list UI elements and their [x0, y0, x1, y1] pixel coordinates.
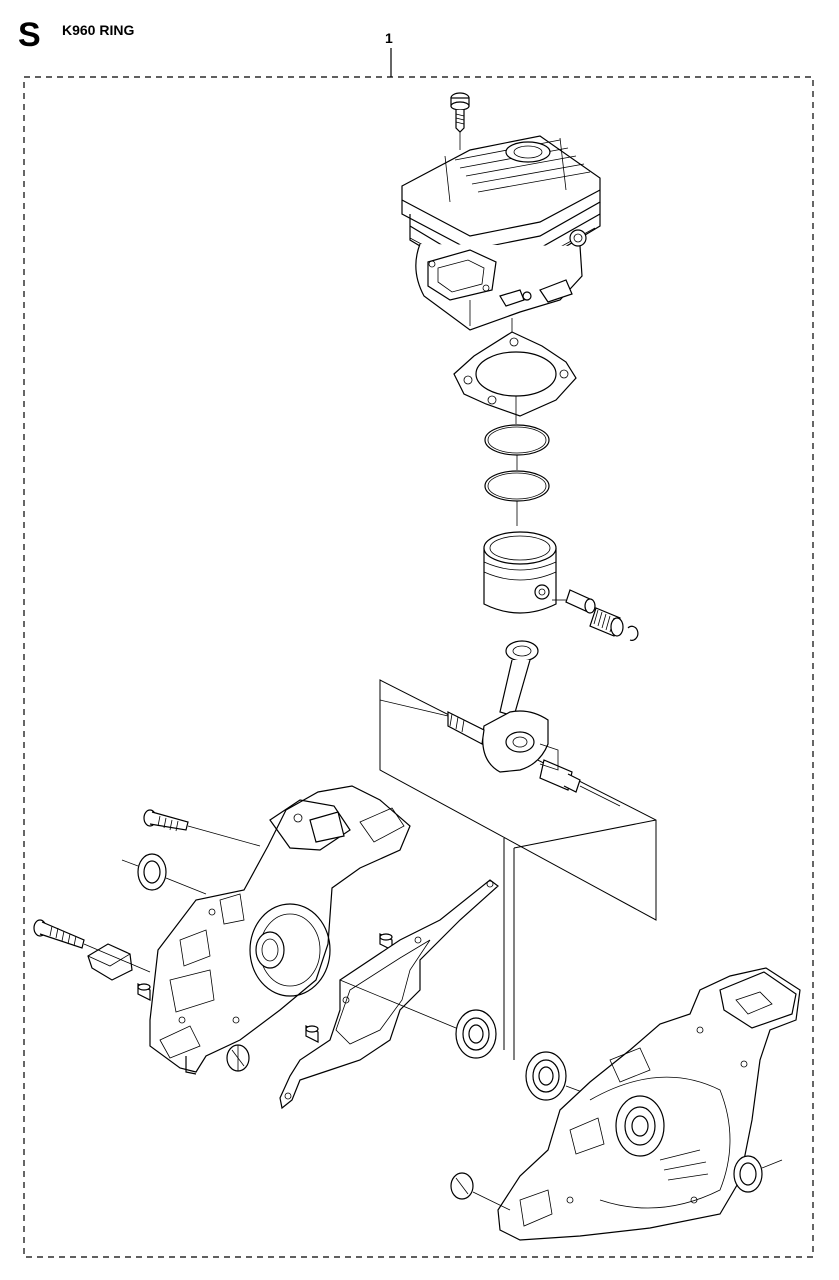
- seal-ring-left: [137, 853, 167, 891]
- crankshaft: [447, 640, 581, 793]
- piston: [483, 531, 557, 614]
- cylinder-screw: [450, 92, 470, 150]
- model-title: K960 RING: [62, 22, 135, 38]
- screw-upper: [143, 809, 189, 832]
- cylinder-gasket: [453, 331, 577, 417]
- screw-lower: [33, 919, 85, 949]
- cylinder: [401, 135, 601, 331]
- reference-number: 1: [385, 30, 393, 46]
- section-letter: S: [18, 16, 41, 54]
- crankcase-left: [149, 785, 411, 1075]
- plug-left: [226, 1044, 250, 1072]
- piston-ring-upper: [484, 424, 550, 456]
- piston-pin: [565, 589, 596, 614]
- ball-bearing-left: [455, 1009, 497, 1059]
- guide-pin-1: [137, 983, 151, 1001]
- plug-right: [450, 1172, 474, 1200]
- seal-ring-right: [733, 1155, 763, 1193]
- circlip: [627, 625, 639, 641]
- piston-ring-lower: [484, 470, 550, 502]
- needle-bearing: [589, 607, 624, 637]
- assembly-frame: [23, 76, 814, 1258]
- bracket: [87, 943, 133, 981]
- crankcase-gasket: [279, 879, 499, 1110]
- crankcase-right: [497, 967, 801, 1241]
- ball-bearing-right: [525, 1051, 567, 1101]
- guide-pin-3: [305, 1025, 319, 1043]
